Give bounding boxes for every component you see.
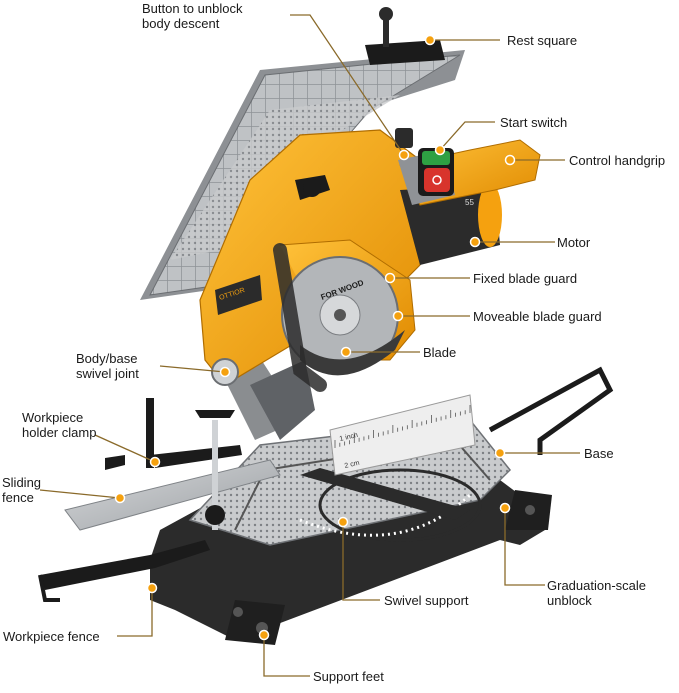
sliding-fence-bar <box>64 459 281 531</box>
label-moveable-blade-guard: Moveable blade guard <box>473 309 602 324</box>
ruler-inch-label: 1 inch <box>339 432 359 443</box>
label-holder-clamp: Workpiece holder clamp <box>22 410 96 440</box>
label-workpiece-fence: Workpiece fence <box>3 629 100 644</box>
label-support-feet: Support feet <box>313 669 384 684</box>
support-foot-left <box>225 600 285 645</box>
label-motor: Motor <box>557 235 591 250</box>
label-base: Base <box>584 446 614 461</box>
label-button-unblock: Button to unblock body descent <box>142 1 242 31</box>
callouts <box>39 14 580 677</box>
label-rest-square: Rest square <box>507 33 578 48</box>
svg-text:55: 55 <box>465 198 474 207</box>
label-sliding-fence: Sliding fence <box>2 475 41 505</box>
callout-dots <box>114 34 516 641</box>
label-sliding-fence-text: Sliding fence <box>2 475 42 505</box>
label-swivel-joint-text: Body/base swivel joint <box>76 351 139 381</box>
extension-rail-right <box>488 366 614 455</box>
label-fixed-blade-guard: Fixed blade guard <box>473 271 578 286</box>
label-blade: Blade <box>423 345 457 360</box>
label-holder-clamp-text: Workpiece holder clamp <box>22 410 97 440</box>
graduation-ruler: 1 inch 2 cm <box>329 394 476 476</box>
label-button-unblock-text: Button to unblock body descent <box>142 1 243 31</box>
ruler-cm-label: 2 cm <box>344 460 361 470</box>
label-start-switch: Start switch <box>500 115 568 130</box>
brand-badge: OTTIOR <box>215 275 262 315</box>
blade: FOR WOOD <box>281 256 399 374</box>
swivel-slot <box>300 468 470 520</box>
label-control-handgrip: Control handgrip <box>569 153 666 168</box>
label-swivel-support: Swivel support <box>384 593 469 608</box>
workpiece-fence-rail <box>40 540 210 590</box>
moveable-blade-guard <box>300 330 405 376</box>
label-graduation-unblock-text: Graduation-scale unblock <box>547 578 646 608</box>
label-swivel-joint: Body/base swivel joint <box>76 351 139 381</box>
label-graduation-unblock: Graduation-scale unblock <box>547 578 646 608</box>
holder-clamp <box>105 398 242 530</box>
descent-unlock-button <box>395 128 413 148</box>
start-switch <box>418 148 454 196</box>
